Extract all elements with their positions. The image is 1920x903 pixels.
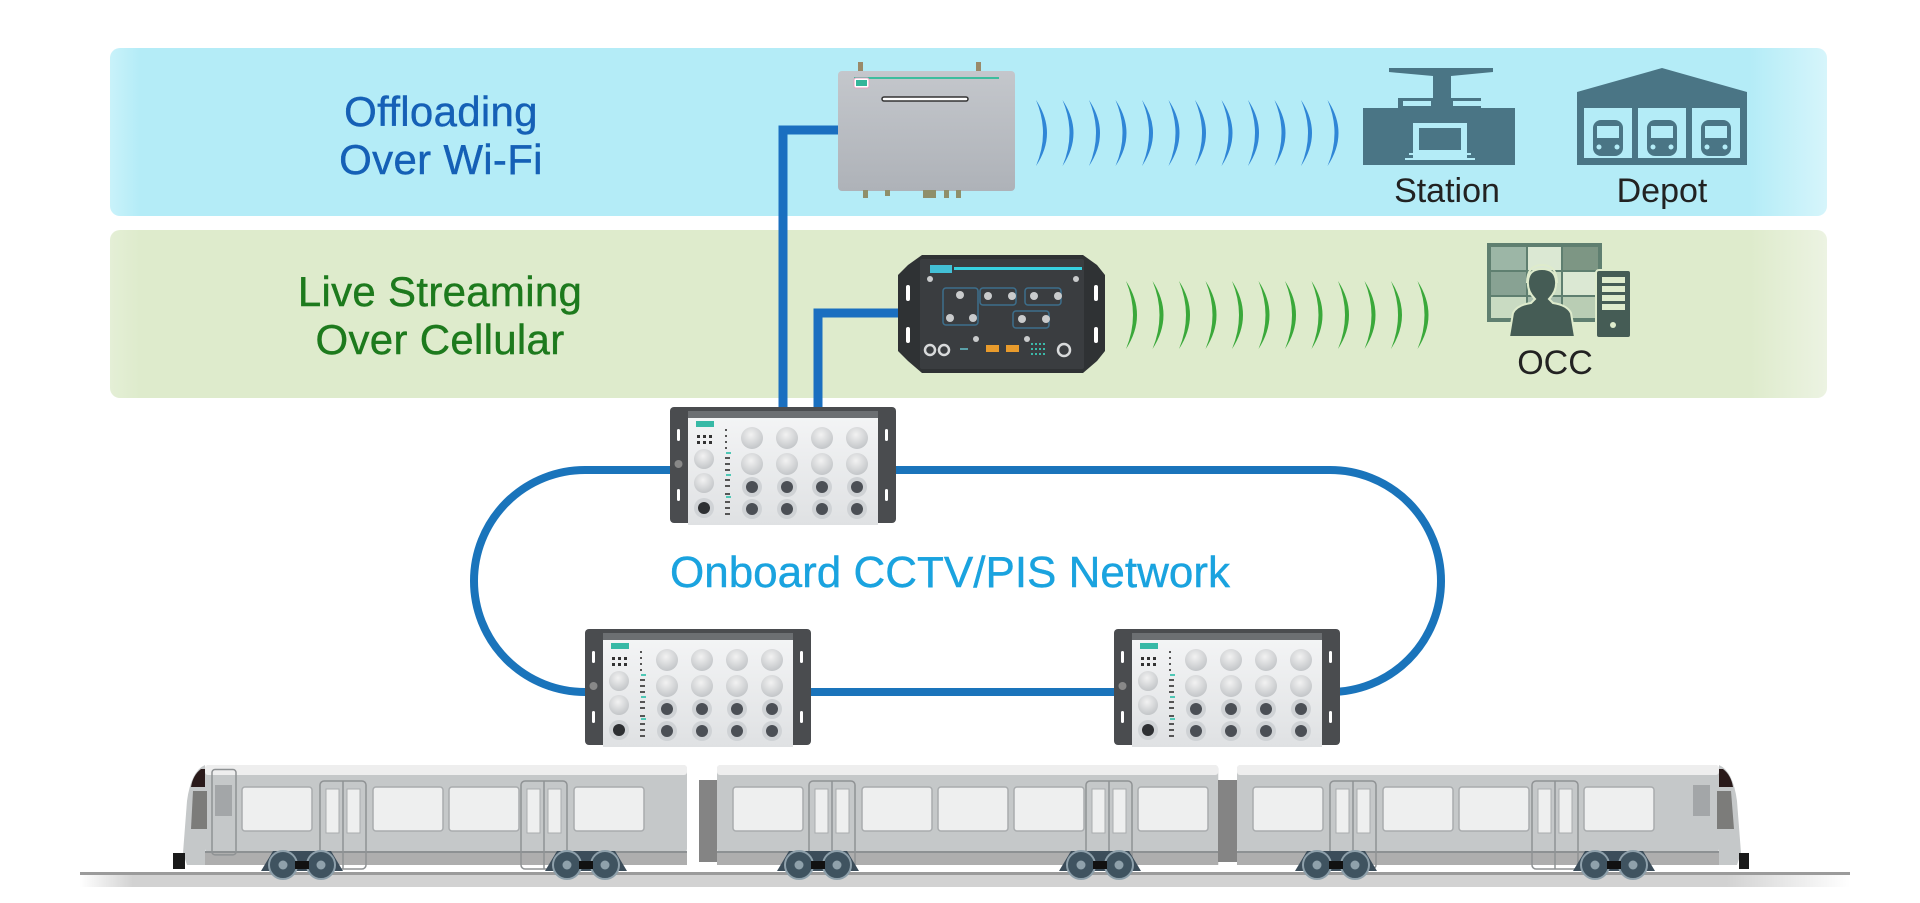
- signal-wave: [1168, 100, 1180, 166]
- car-gangway: [1218, 780, 1237, 862]
- signal-wave: [1089, 100, 1100, 166]
- depot-label: Depot: [1616, 172, 1708, 210]
- rail-bed: [80, 875, 1850, 887]
- occ-label: OCC: [1517, 344, 1593, 382]
- station-icon: [1363, 68, 1515, 165]
- signal-wave: [1221, 100, 1233, 166]
- signal-wave: [1142, 100, 1153, 166]
- cellular-signal-waves: [1126, 281, 1429, 349]
- train-car-3: [1237, 765, 1749, 880]
- signal-wave: [1248, 100, 1259, 166]
- signal-wave: [1036, 100, 1047, 166]
- ethernet-switch-bottom-right-icon: [1114, 629, 1340, 747]
- signal-wave: [1195, 100, 1206, 166]
- train-car-2: [717, 765, 1219, 880]
- wifi-uplink-cable: [778, 125, 840, 407]
- signal-wave: [1364, 281, 1376, 349]
- signal-wave: [1301, 100, 1312, 166]
- cellular-router-icon: [898, 255, 1105, 373]
- cellular-uplink-cable: [813, 308, 900, 407]
- signal-wave: [1126, 281, 1137, 349]
- cellular-zone-title-line1: Live Streaming: [297, 268, 583, 315]
- signal-wave: [1285, 281, 1296, 349]
- station-label: Station: [1394, 172, 1500, 210]
- depot-icon: [1577, 68, 1747, 165]
- car-gangway: [699, 780, 717, 862]
- onboard-network-label: Onboard CCTV/PIS Network: [670, 548, 1230, 597]
- signal-wave: [1258, 281, 1270, 349]
- signal-wave: [1205, 281, 1217, 349]
- control-center-icon: [1487, 243, 1632, 339]
- signal-wave: [1391, 281, 1402, 349]
- signal-wave: [1232, 281, 1243, 349]
- signal-wave: [1152, 281, 1164, 349]
- wifi-zone-title-line1: Offloading: [344, 88, 538, 135]
- train-icon: [173, 765, 1749, 880]
- signal-wave: [1274, 100, 1286, 166]
- ethernet-switch-top-icon: [670, 407, 896, 525]
- cellular-zone-title: Live Streaming Over Cellular: [240, 268, 640, 364]
- ethernet-switch-bottom-left-icon: [585, 629, 811, 747]
- train-car-1: [173, 765, 687, 880]
- signal-wave: [1417, 281, 1429, 349]
- signal-wave: [1179, 281, 1190, 349]
- wireless-access-point-icon: [838, 62, 1015, 198]
- wifi-signal-waves: [1036, 100, 1339, 166]
- signal-wave: [1115, 100, 1127, 166]
- rail-top: [80, 872, 1850, 875]
- signal-wave: [1338, 281, 1349, 349]
- wifi-zone-title: Offloading Over Wi-Fi: [241, 88, 641, 184]
- signal-wave: [1062, 100, 1074, 166]
- signal-wave: [1327, 100, 1339, 166]
- signal-wave: [1311, 281, 1323, 349]
- wifi-zone-title-line2: Over Wi-Fi: [339, 136, 543, 183]
- cellular-zone-title-line2: Over Cellular: [315, 316, 565, 363]
